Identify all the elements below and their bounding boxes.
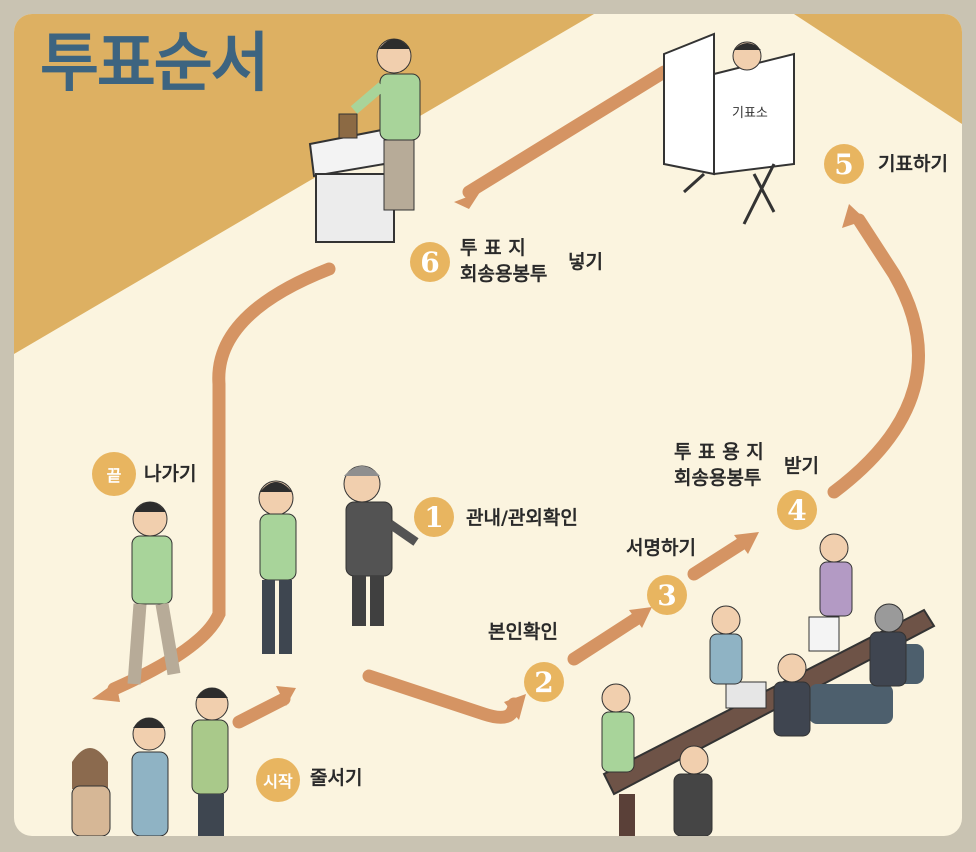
step-4-label-suffix: 받기: [784, 455, 819, 477]
arrowhead-5: [842, 204, 866, 228]
step-6-label-line1: 투 표 지: [460, 237, 526, 259]
voter-greeting: [258, 480, 297, 654]
step-4-label-line2: 회송용봉투: [674, 467, 762, 489]
arrow-3-to-4: [687, 535, 751, 581]
step-6-label-suffix: 넣기: [568, 251, 603, 273]
step-3-badge: 3: [647, 575, 687, 615]
voting-booth: [663, 32, 795, 225]
arrowhead-start: [276, 686, 296, 706]
end-label: 나가기: [144, 463, 197, 485]
arrow-2-to-3: [567, 610, 646, 666]
voter-at-ballot-box: [350, 38, 421, 211]
step-5-label: 기표하기: [878, 153, 948, 175]
election-official: [343, 465, 419, 626]
arrowhead-3: [629, 607, 652, 628]
step-6-badge: 6: [410, 242, 450, 282]
start-label: 줄서기: [310, 767, 363, 789]
step-5-badge: 5: [824, 144, 864, 184]
voter-queue: [71, 687, 229, 836]
arrowhead-end: [92, 682, 120, 702]
exiting-voter: [127, 501, 181, 685]
step-1-badge: 1: [414, 497, 454, 537]
ballot-box: [308, 113, 398, 243]
arrow-heads: [92, 192, 866, 720]
arrow-1-to-2: [362, 669, 521, 724]
start-badge: 시작: [256, 758, 300, 802]
step-2-label: 본인확인: [488, 621, 558, 643]
flow-arrows: [107, 65, 925, 729]
end-badge: 끝: [92, 452, 136, 496]
arrow-5-to-6: [462, 65, 671, 199]
step-2-badge: 2: [524, 662, 564, 702]
step-6-label-line2: 회송용봉투: [460, 263, 548, 285]
top-band: [14, 14, 594, 354]
arrow-4-to-5: [827, 213, 925, 499]
arrowhead-2: [504, 694, 526, 720]
arrowhead-4: [734, 532, 759, 554]
step-4-badge: 4: [777, 490, 817, 530]
arrowhead-6: [454, 192, 480, 209]
booth-sign: 기표소: [732, 106, 768, 121]
illustration-canvas: [14, 14, 962, 836]
step-4-label-line1: 투 표 용 지: [674, 441, 764, 463]
arrow-start-to-1: [232, 692, 291, 729]
page-title: 투표순서: [40, 27, 270, 101]
infographic-card: 투표순서 기표소 1 관내/관외확인 2 본인확인 3 서명하기 4 투 표 용…: [14, 14, 962, 836]
staff-and-voters-at-table: [601, 533, 907, 836]
top-right-band: [794, 14, 962, 124]
step-1-label: 관내/관외확인: [466, 507, 578, 529]
step-3-label: 서명하기: [626, 537, 696, 559]
